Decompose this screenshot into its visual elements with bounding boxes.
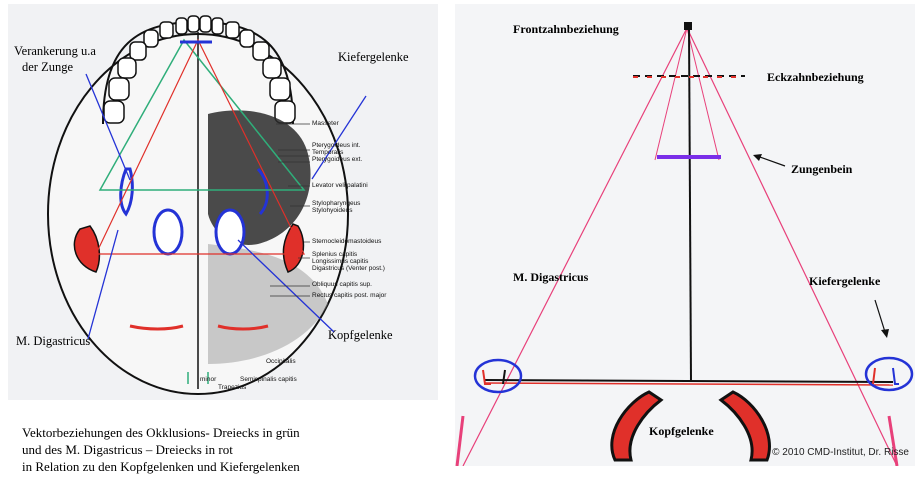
muscle-label: Pterygoideus int. <box>312 142 360 149</box>
vertical-midline <box>689 28 691 382</box>
figure-caption: Vektorbeziehungen des Okklusions- Dreiec… <box>22 424 442 475</box>
muscle-label: Obliquus capitis sup. <box>312 281 372 288</box>
muscle-label: Sternocleidomastoideus <box>312 238 381 245</box>
right-condyle <box>216 210 244 254</box>
muscle-label: Longissimus capitis <box>312 258 368 265</box>
muscle-label: Digastricus (Venter post.) <box>312 265 385 272</box>
label-occipital-joints-right: Kopfgelenke <box>649 424 714 439</box>
muscle-label: Splenius capitis <box>312 251 357 258</box>
muscle-label: Stylopharyngeus <box>312 200 360 207</box>
right-tmj-mark-2 <box>893 368 899 384</box>
muscle-label: Trapezius <box>218 384 246 391</box>
muscle-label: Rectus capitis post. major <box>312 292 386 299</box>
left-tmj-mark <box>483 370 491 384</box>
muscle-label: Levator veli palatini <box>312 182 368 189</box>
base-line-black <box>485 380 893 382</box>
muscle-label: Masseter <box>312 120 339 127</box>
label-digastric-right: M. Digastricus <box>513 270 588 285</box>
left-tmj-mark-2 <box>503 370 505 384</box>
label-tmj-left: Kiefergelenke <box>338 50 409 65</box>
right-occipital-joint <box>721 392 769 460</box>
left-condyle <box>154 210 182 254</box>
muscle-label: Stylohyoideus <box>312 207 352 214</box>
label-occipital-joints-left: Kopfgelenke <box>328 328 393 343</box>
copyright-notice: © 2010 CMD-Institut, Dr. Risse <box>772 447 909 458</box>
muscle-label: minor <box>200 376 216 383</box>
vector-diagram-panel: Frontzahnbeziehung Eckzahnbeziehung Zung… <box>455 4 915 466</box>
label-incisor: Frontzahnbeziehung <box>513 22 619 37</box>
label-anchoring-line1: Verankerung u.a <box>14 44 96 59</box>
label-tmj-right: Kiefergelenke <box>809 274 880 289</box>
label-hyoid: Zungenbein <box>791 162 852 177</box>
left-tmj-circle <box>475 360 521 392</box>
muscle-label: Temporalis <box>312 149 343 156</box>
caption-line: in Relation zu den Kopfgelenken und Kief… <box>22 458 442 475</box>
inner-right-line <box>687 28 719 160</box>
inner-left-line <box>655 28 687 160</box>
base-line-red <box>485 383 893 385</box>
tmj-arrow <box>875 300 885 332</box>
caption-line: Vektorbeziehungen des Okklusions- Dreiec… <box>22 424 442 441</box>
tmj-arrowhead <box>881 329 889 338</box>
muscle-label: Semispinalis capitis <box>240 376 297 383</box>
label-digastric-left: M. Digastricus <box>16 334 90 349</box>
left-pink-end <box>457 416 463 466</box>
hyoid-arrow <box>757 156 785 166</box>
caption-line: und des M. Digastricus – Dreiecks in rot <box>22 441 442 458</box>
muscle-label: Occipitalis <box>266 358 296 365</box>
skull-diagram-panel: Verankerung u.a der Zunge Kiefergelenke … <box>8 4 438 400</box>
right-pink-line <box>687 28 897 466</box>
label-anchoring-line2: der Zunge <box>22 60 73 75</box>
muscle-label: Pterygoideus ext. <box>312 156 362 163</box>
incisor-point <box>684 22 692 30</box>
label-canine: Eckzahnbeziehung <box>767 70 864 85</box>
